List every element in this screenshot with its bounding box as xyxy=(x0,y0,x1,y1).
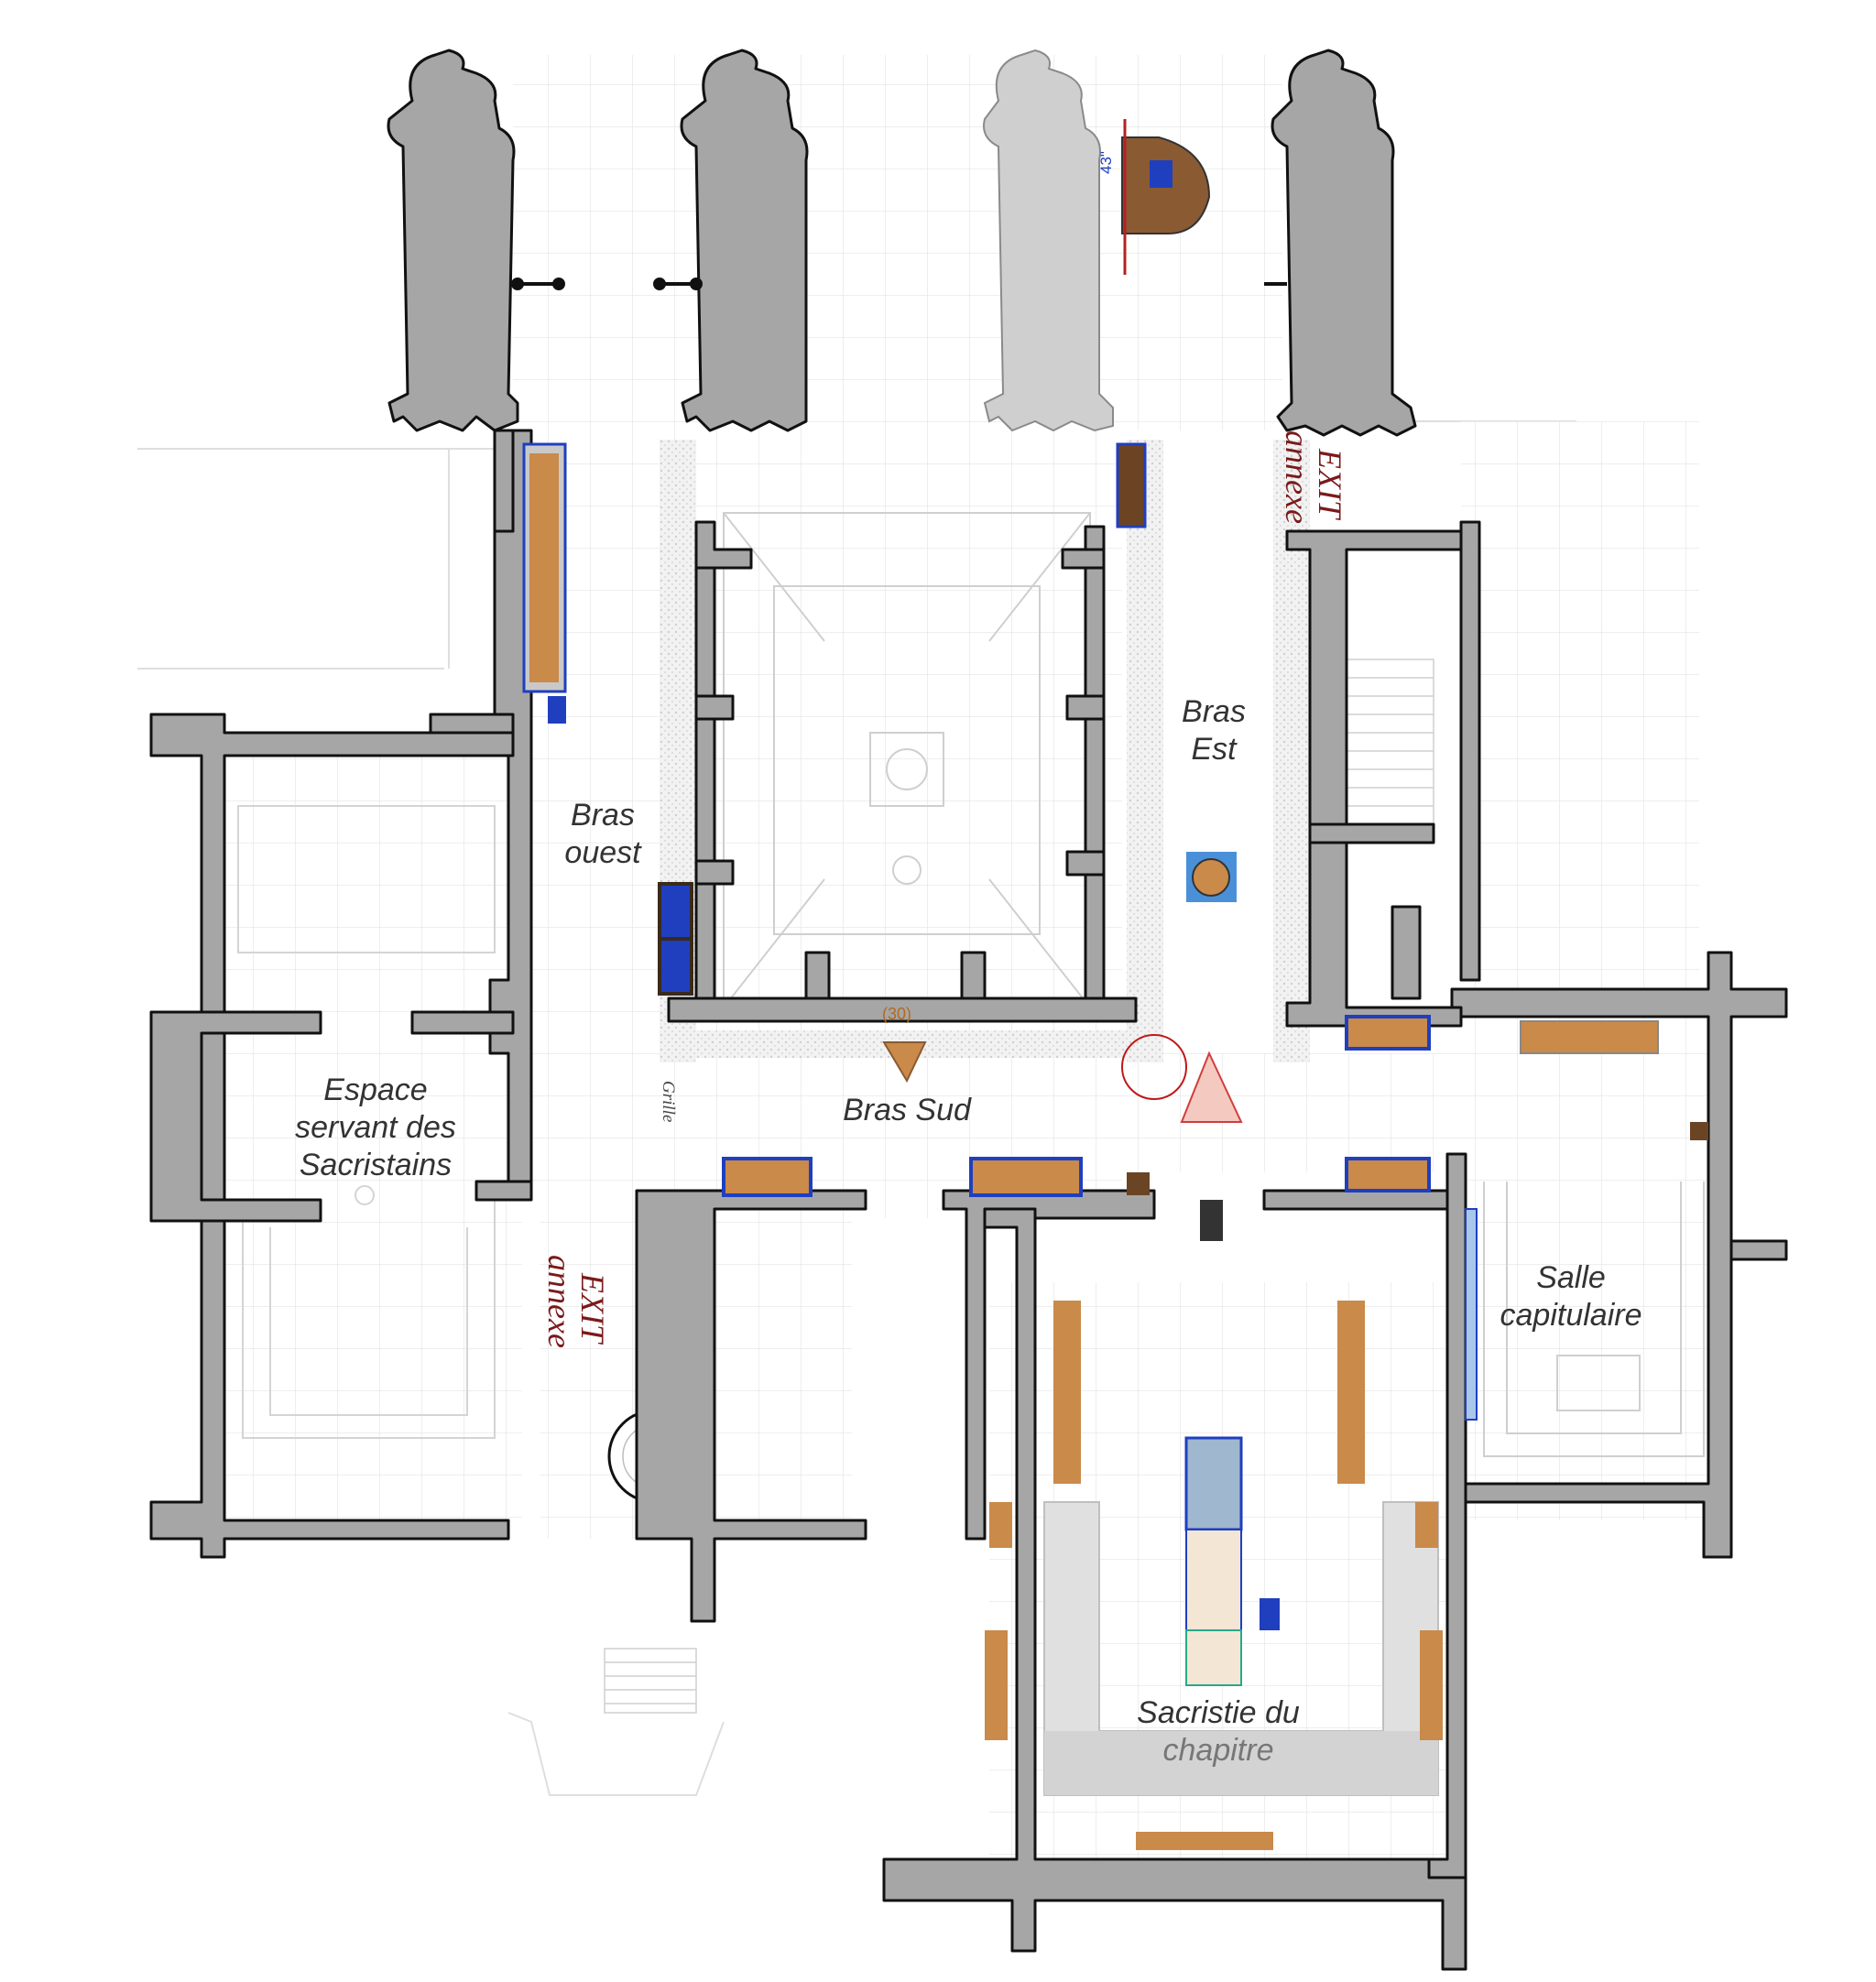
walls xyxy=(149,49,1788,1971)
exit-label-south: EXIT xyxy=(574,1273,611,1343)
annexe-label-south: annexe xyxy=(541,1255,578,1348)
espace-benches xyxy=(237,805,496,1439)
room-bras-est-line1: Bras xyxy=(1182,694,1246,729)
room-salle-line1: Salle xyxy=(1536,1260,1606,1295)
room-espace-line2: servant des xyxy=(295,1110,456,1145)
salle-bench xyxy=(1465,1208,1478,1421)
room-bras-sud: Bras Sud xyxy=(824,1092,989,1129)
room-bras-ouest-line1: Bras xyxy=(571,798,635,833)
room-bras-est-line2: Est xyxy=(1191,732,1237,767)
room-sacristie-line2: chapitre xyxy=(1162,1733,1274,1768)
room-espace-line1: Espace xyxy=(323,1073,428,1107)
exhibit-west-vitrine xyxy=(522,442,567,724)
annexe-label-north: annexe xyxy=(1279,430,1315,524)
room-salle: Salle capitulaire xyxy=(1489,1259,1653,1334)
salle-benches xyxy=(1483,1182,1705,1457)
tower-light xyxy=(983,49,1114,432)
sacristie-stalls xyxy=(1043,1501,1439,1796)
dimension-label: 43" xyxy=(1097,151,1115,174)
room-bras-ouest: Bras ouest xyxy=(557,797,649,872)
sacristie-island xyxy=(1184,1436,1280,1686)
room-bras-sud-line1: Bras Sud xyxy=(843,1093,971,1127)
exhibit-west-cases xyxy=(658,882,693,996)
room-sacristie-line1: Sacristie du xyxy=(1137,1695,1300,1730)
room-espace: Espace servant des Sacristains xyxy=(275,1072,476,1184)
exit-annexe-north: EXIT annexe xyxy=(1279,430,1348,524)
entry-booth xyxy=(1116,119,1211,528)
exhibit-east-kiosk xyxy=(1186,852,1237,902)
exit-annexe-south: EXIT annexe xyxy=(541,1255,611,1348)
room-bras-ouest-line2: ouest xyxy=(564,835,641,870)
exhibit-south-cases xyxy=(722,1015,1708,1197)
grille-label: Grille xyxy=(659,1081,678,1123)
room-salle-line2: capitulaire xyxy=(1500,1298,1642,1333)
sacristie-cabinets xyxy=(985,1301,1443,1850)
room-espace-line3: Sacristains xyxy=(299,1148,453,1182)
gates xyxy=(511,278,1287,290)
room-bras-est: Bras Est xyxy=(1168,693,1260,768)
exit-label-north: EXIT xyxy=(1312,449,1348,518)
station-number: (30) xyxy=(882,1005,912,1023)
station-30 xyxy=(882,1034,1243,1241)
room-sacristie: Sacristie du chapitre xyxy=(1118,1694,1319,1770)
